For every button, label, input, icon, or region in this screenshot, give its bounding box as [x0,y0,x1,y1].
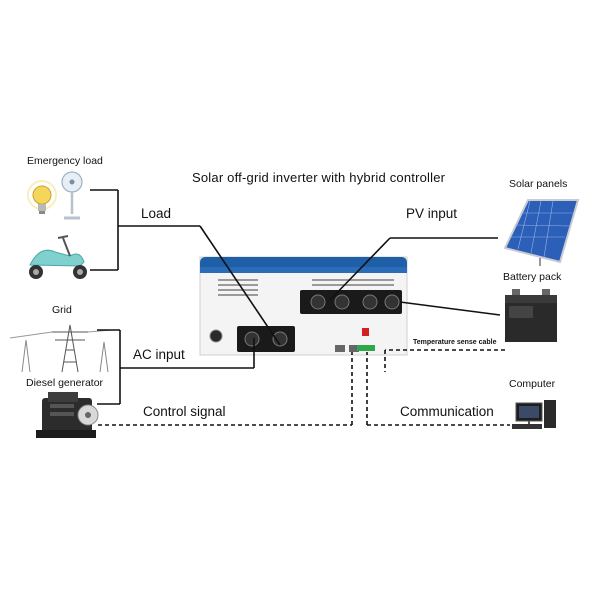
computer-label: Computer [509,378,556,390]
solar-panel-icon [503,199,580,266]
diagram-title: Solar off-grid inverter with hybrid cont… [192,170,446,185]
temperature-sense-cable-label: Temperature sense cable [413,339,497,346]
computer-icon [512,400,556,429]
load-label: Load [141,206,172,221]
electric-scooter-icon [29,235,87,279]
emergency-load-label: Emergency load [27,155,103,167]
grid-tower-icon [9,324,113,373]
diesel-generator-icon [36,392,99,438]
fan-icon [61,171,83,220]
control-signal-label: Control signal [143,404,226,419]
light-bulb-icon [27,180,57,214]
diesel-generator-label: Diesel generator [26,377,104,389]
battery-icon [505,289,557,342]
grid-label: Grid [52,304,72,316]
battery-pack-label: Battery pack [503,271,562,283]
pv-input-label: PV input [406,206,458,221]
inverter-unit [199,256,408,356]
ac-input-label: AC input [133,347,185,362]
communication-label: Communication [400,404,494,419]
solar-panels-label: Solar panels [509,178,568,190]
